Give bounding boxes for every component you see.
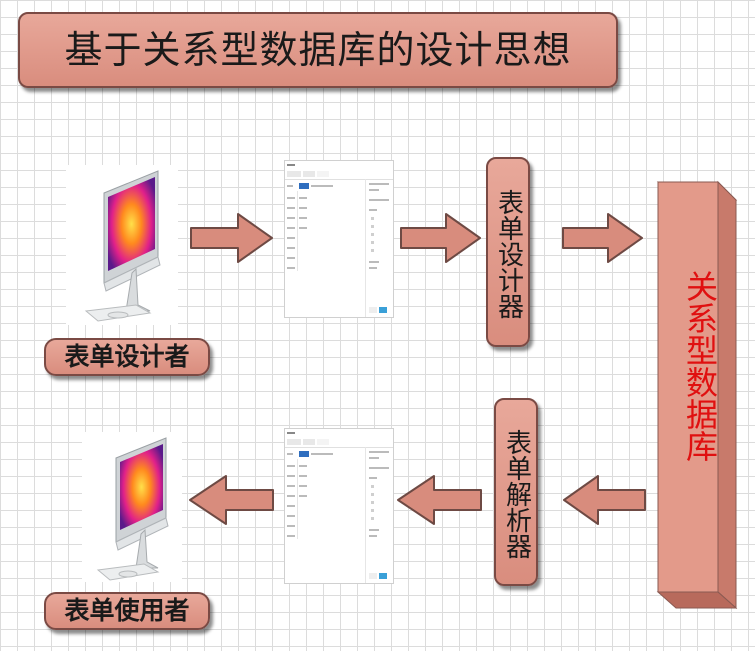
arrow-right-icon [398, 208, 484, 268]
arrow-left-icon [186, 470, 276, 530]
form-parser-box: 表单解析器 [494, 398, 538, 586]
designer-computer-image [66, 165, 178, 325]
form-designer-role: 表单设计者 [44, 338, 210, 376]
arrow-right-icon [188, 208, 276, 268]
relational-database-label: 关系型数据库 [658, 270, 720, 462]
designer-form-screenshot [284, 160, 394, 318]
user-computer-image [82, 432, 182, 582]
arrow-left-icon [560, 470, 648, 530]
form-user-role: 表单使用者 [44, 592, 210, 630]
user-form-screenshot [284, 428, 394, 584]
arrow-left-icon [394, 470, 484, 530]
form-designer-box: 表单设计器 [486, 157, 530, 347]
diagram-title: 基于关系型数据库的设计思想 [18, 12, 618, 88]
arrow-right-icon [560, 208, 646, 268]
